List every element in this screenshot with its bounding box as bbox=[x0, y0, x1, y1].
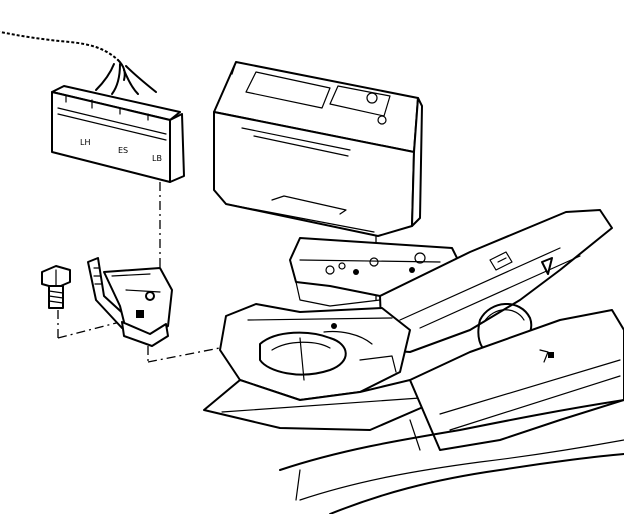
battery-tray-assembly bbox=[203, 209, 624, 514]
mounting-bracket bbox=[87, 257, 173, 347]
connector-marking-lh: LH bbox=[80, 138, 90, 147]
connector-marking-es: ES bbox=[118, 146, 128, 155]
retaining-bolt bbox=[41, 265, 71, 309]
connector-marking-lb: LB bbox=[152, 154, 162, 163]
battery bbox=[213, 61, 423, 237]
wiring-harness-conduit bbox=[0, 27, 157, 95]
harness-connector: LH ES LB bbox=[51, 85, 185, 183]
